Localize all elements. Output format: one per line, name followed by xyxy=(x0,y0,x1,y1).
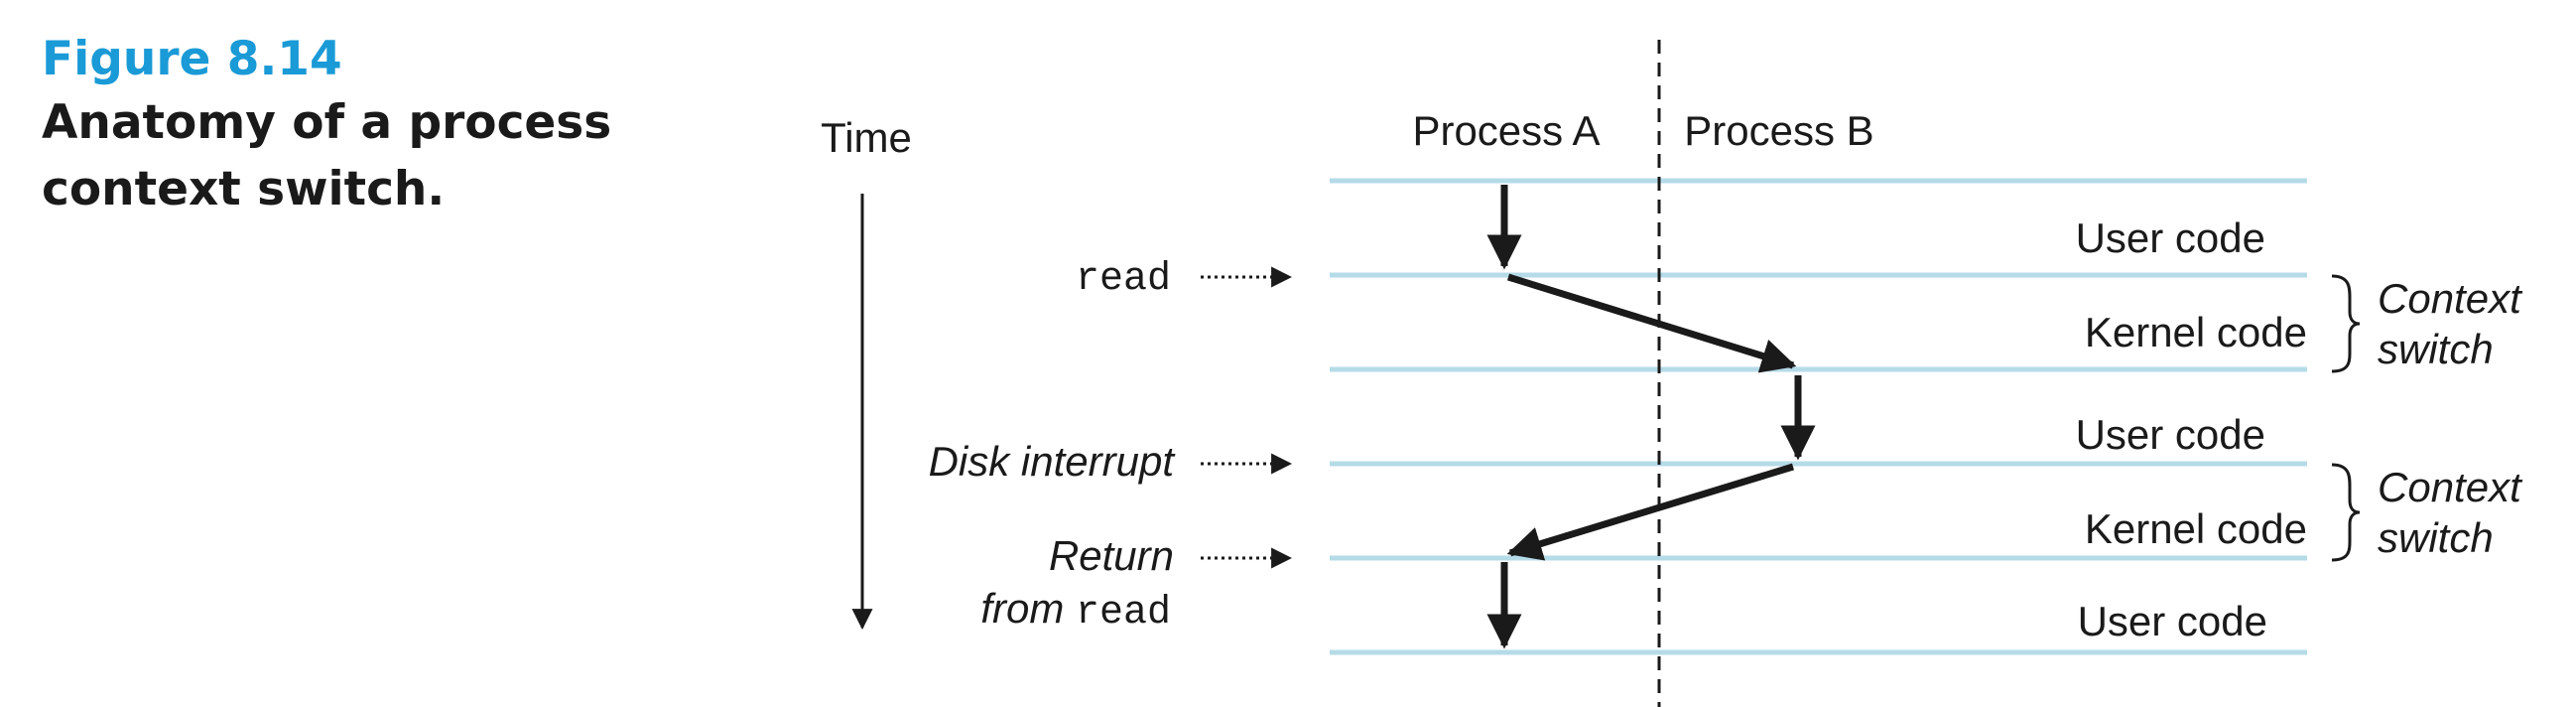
return-from-text: from xyxy=(980,585,1076,632)
figure-title-line-1: Anatomy of a process xyxy=(42,95,612,150)
return-read-text: read xyxy=(1076,591,1171,636)
segment-kernel-code-2: Kernel code xyxy=(2085,505,2307,552)
context-switch-brace-1 xyxy=(2331,274,2361,373)
context-switch-1-line-1: Context xyxy=(2378,275,2523,322)
segment-user-code-2: User code xyxy=(2076,411,2265,458)
event-return-label: Return xyxy=(1049,532,1174,579)
switch-b-to-a-arrow xyxy=(1506,463,1795,561)
process-b-label: Process B xyxy=(1684,107,1873,154)
segment-user-code-3: User code xyxy=(2078,598,2267,644)
control-flow xyxy=(1486,185,1816,649)
segment-kernel-code-1: Kernel code xyxy=(2085,309,2307,355)
context-switch-1-line-2: switch xyxy=(2378,326,2494,372)
figure-label: Figure 8.14 xyxy=(42,32,342,86)
event-read-label: read xyxy=(1076,257,1171,302)
figure-caption: Figure 8.14 Anatomy of a process context… xyxy=(42,30,611,222)
process-a-label: Process A xyxy=(1412,107,1600,154)
context-switch-2-line-1: Context xyxy=(2378,464,2523,510)
segment-user-code-1: User code xyxy=(2076,214,2265,261)
event-pointers xyxy=(1201,266,1293,569)
event-disk-interrupt-label: Disk interrupt xyxy=(929,438,1177,485)
time-label: Time xyxy=(821,114,912,161)
event-return-from-read-label: from read xyxy=(980,585,1171,636)
segment-boundaries xyxy=(1330,178,2307,655)
context-switch-2-line-2: switch xyxy=(2378,514,2494,561)
figure-title-line-2: context switch. xyxy=(42,162,446,216)
switch-a-to-b-arrow xyxy=(1506,273,1797,373)
context-switch-brace-2 xyxy=(2331,463,2361,562)
